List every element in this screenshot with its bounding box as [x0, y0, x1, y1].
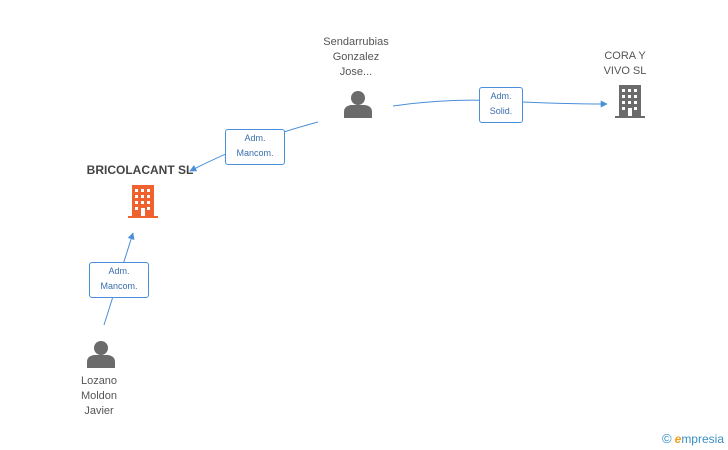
- edge-label-line: Adm.: [108, 266, 130, 276]
- brand-initial: e: [674, 431, 682, 446]
- edge-label-line: Adm.: [244, 133, 266, 143]
- edge-label-line: Solid.: [489, 106, 513, 116]
- building-icon[interactable]: [128, 185, 158, 218]
- building-icon[interactable]: [615, 85, 645, 118]
- empresia-watermark: © empresia: [662, 431, 724, 446]
- edge-label-line: Mancom.: [236, 148, 274, 158]
- node-label-line: Javier: [84, 405, 114, 417]
- node-label-sendarrubias[interactable]: Sendarrubias Gonzalez Jose...: [306, 35, 406, 80]
- copyright-icon: ©: [662, 431, 672, 446]
- brand-rest: mpresia: [681, 431, 724, 446]
- edge-label-sendarrubias-cora[interactable]: Adm. Solid.: [479, 87, 523, 123]
- node-label-line: Moldon: [80, 390, 118, 402]
- edge-label-line: Mancom.: [100, 281, 138, 291]
- empresia-logo: empresia: [675, 432, 724, 446]
- node-label-cora[interactable]: CORA Y VIVO SL: [590, 49, 660, 79]
- node-label-line: Jose...: [339, 66, 373, 78]
- node-label-line: Gonzalez: [332, 51, 380, 63]
- edge-label-line: Adm.: [490, 91, 512, 101]
- person-icon[interactable]: [87, 341, 115, 368]
- edge-label-sendarrubias-bricolacant[interactable]: Adm. Mancom.: [225, 129, 285, 165]
- edge-label-lozano-bricolacant[interactable]: Adm. Mancom.: [89, 262, 149, 298]
- node-label-lozano[interactable]: Lozano Moldon Javier: [64, 374, 134, 419]
- node-label-line: Lozano: [80, 375, 118, 387]
- person-icon[interactable]: [344, 91, 372, 118]
- node-label-bricolacant[interactable]: BRICOLACANT SL: [80, 163, 200, 178]
- node-label-line: BRICOLACANT SL: [86, 163, 194, 177]
- node-label-line: Sendarrubias: [323, 36, 389, 48]
- node-label-line: VIVO SL: [603, 65, 647, 77]
- node-label-line: CORA Y: [604, 50, 646, 62]
